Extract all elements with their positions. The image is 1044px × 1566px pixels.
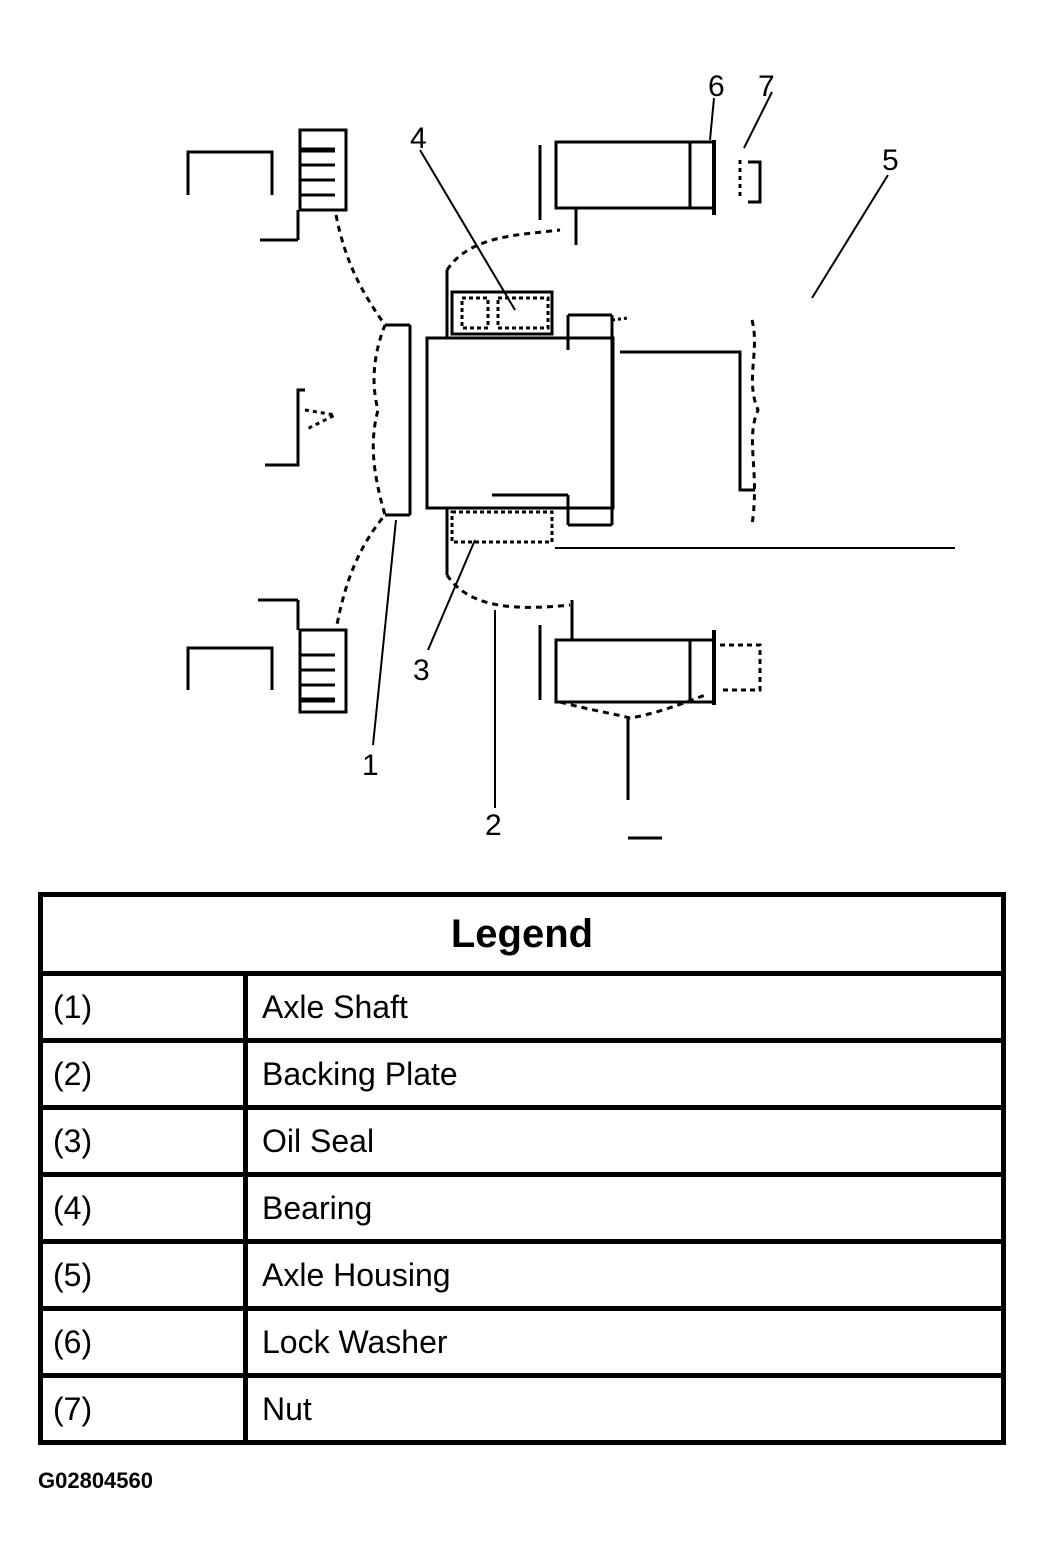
legend-header-row: Legend: [40, 894, 1004, 976]
legend-row-number: (2): [40, 1038, 248, 1108]
legend-row-label: Axle Housing: [245, 1239, 1004, 1309]
legend-row: (2) Backing Plate: [40, 1038, 1004, 1108]
callout-2: 2: [485, 809, 502, 842]
legend-row-number: (7): [40, 1373, 248, 1443]
legend-row: (7) Nut: [40, 1373, 1004, 1443]
legend-table: Legend (1) Axle Shaft (2) Backing Plate …: [38, 892, 1006, 1445]
legend-row-number: (6): [40, 1306, 248, 1376]
legend-row-number: (1): [40, 971, 248, 1041]
figure-id: G02804560: [38, 1468, 153, 1493]
callout-4: 4: [410, 122, 427, 155]
callout-6: 6: [708, 70, 725, 103]
legend-row-label: Lock Washer: [245, 1306, 1004, 1376]
axle-shaft-body: [425, 336, 615, 510]
legend-row: (4) Bearing: [40, 1172, 1004, 1242]
callout-1: 1: [362, 749, 379, 782]
legend-row-number: (5): [40, 1239, 248, 1309]
axle-assembly-diagram: 1 2 3 4 5 6 7: [186, 70, 955, 842]
legend-row: (5) Axle Housing: [40, 1239, 1004, 1309]
legend-row-label: Bearing: [245, 1172, 1004, 1242]
upper-wheel-stud: [186, 128, 348, 242]
legend-row-number: (3): [40, 1105, 248, 1175]
callout-5: 5: [882, 144, 899, 177]
leader-lines: [372, 91, 889, 808]
axle-housing: [620, 319, 760, 526]
legend-row-label: Backing Plate: [245, 1038, 1004, 1108]
legend-row-label: Nut: [245, 1373, 1004, 1443]
lower-wheel-stud: [186, 598, 348, 714]
upper-bolt: [538, 140, 762, 245]
legend-row-label: Axle Shaft: [245, 971, 1004, 1041]
callout-3: 3: [413, 654, 430, 687]
legend-row: (1) Axle Shaft: [40, 971, 1004, 1041]
legend-row-label: Oil Seal: [245, 1105, 1004, 1175]
callout-7: 7: [758, 70, 775, 103]
legend-row-number: (4): [40, 1172, 248, 1242]
axle-flange: [334, 214, 387, 631]
legend-row: (3) Oil Seal: [40, 1105, 1004, 1175]
bearing-area: [445, 228, 629, 609]
legend-title: Legend: [40, 894, 1004, 976]
lower-bolt: [538, 600, 762, 840]
legend-row: (6) Lock Washer: [40, 1306, 1004, 1376]
